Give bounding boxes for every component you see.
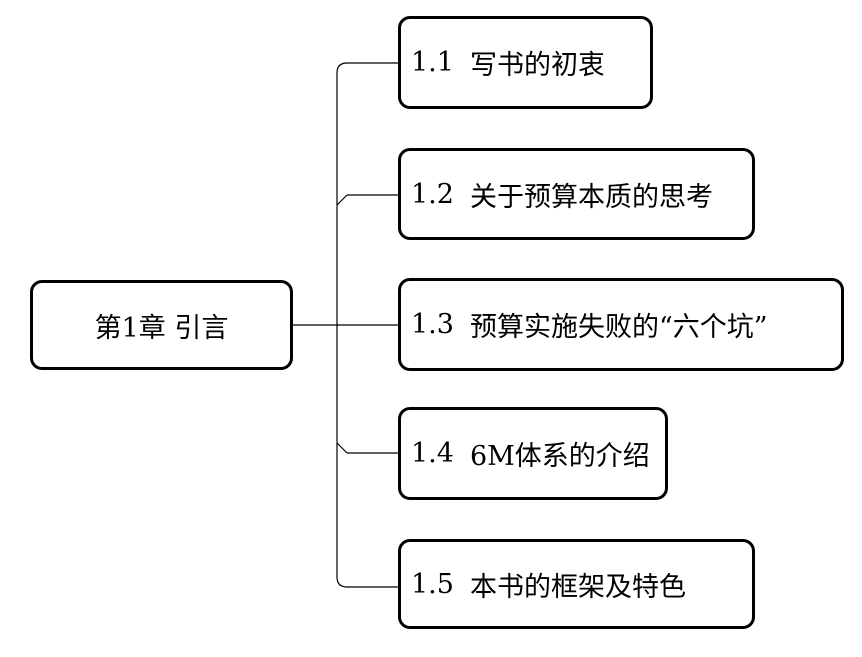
- section-title: 关于预算本质的思考: [469, 181, 713, 213]
- section-title: 6M体系的介绍: [469, 441, 650, 472]
- section-number: 1.1: [411, 47, 454, 78]
- section-title: 预算实施失败的“六个坑”: [469, 312, 768, 343]
- section-number: 1.2: [411, 178, 454, 210]
- section-node-1-3: 1.3 预算实施失败的“六个坑”: [398, 278, 844, 371]
- section-number: 1.4: [411, 438, 454, 469]
- section-node-1-1: 1.1 写书的初衷: [398, 16, 653, 109]
- branch-connector-1-2: [336, 194, 348, 206]
- section-title: 写书的初衷: [469, 50, 605, 81]
- branch-bracket: [336, 62, 398, 588]
- section-node-1-2: 1.2 关于预算本质的思考: [398, 148, 755, 240]
- root-node: 第1章 引言: [30, 280, 293, 370]
- section-node-1-4: 1.4 6M体系的介绍: [398, 407, 668, 500]
- section-number: 1.3: [411, 309, 454, 340]
- branch-connector-1-4: [336, 442, 348, 454]
- root-node-label: 第1章 引言: [94, 312, 229, 344]
- section-node-1-5: 1.5 本书的框架及特色: [398, 539, 755, 629]
- section-title: 本书的框架及特色: [469, 571, 686, 603]
- section-number: 1.5: [411, 568, 454, 600]
